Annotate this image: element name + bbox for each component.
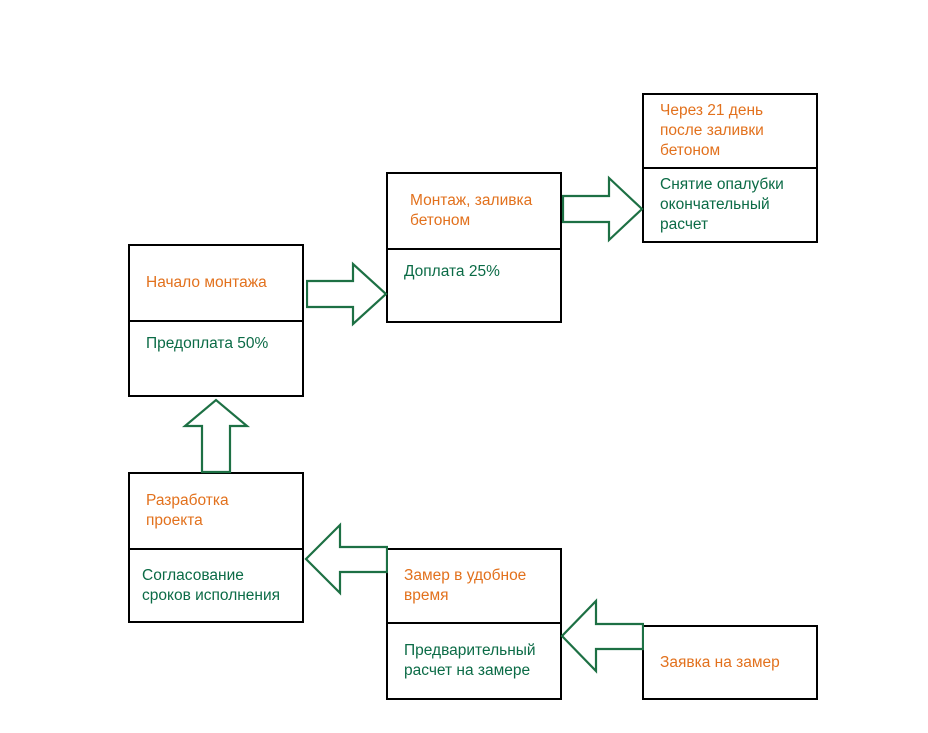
node-zayavka-title: Заявка на замер <box>660 653 780 671</box>
node-snyatie-opalubki-title: Через 21 день после заливки бетоном <box>644 95 816 169</box>
arrow-zamer-to-razrabotka <box>304 521 388 597</box>
node-zayavka: Заявка на замер <box>642 625 818 700</box>
node-zamer-title: Замер в удобное время <box>388 550 560 624</box>
node-montazh-zalivka-body: Доплата 25% <box>404 263 500 280</box>
node-montazh-zalivka: Монтаж, заливка бетоном Доплата 25% <box>386 172 562 323</box>
node-razrabotka-proekta: Разработка проекта Согласование сроков и… <box>128 472 304 623</box>
node-nachalo-montazha-title: Начало монтажа <box>130 246 302 322</box>
arrow-zayavka-to-zamer <box>560 597 644 675</box>
node-montazh-zalivka-title: Монтаж, заливка бетоном <box>388 174 560 250</box>
node-zamer: Замер в удобное время Предварительный ра… <box>386 548 562 700</box>
node-razrabotka-proekta-body: Согласование сроков исполнения <box>142 566 281 604</box>
arrow-montazh-to-snyatie <box>562 173 644 245</box>
node-razrabotka-proekta-title: Разработка проекта <box>130 474 302 550</box>
arrow-razrabotka-to-nachalo <box>180 398 252 474</box>
node-zamer-body: Предварительный расчет на замере <box>404 642 536 679</box>
node-snyatie-opalubki-body: Снятие опалубки окончательный расчет <box>660 176 784 233</box>
node-nachalo-montazha: Начало монтажа Предоплата 50% <box>128 244 304 397</box>
arrow-nachalo-to-montazh <box>306 259 388 329</box>
node-snyatie-opalubki: Через 21 день после заливки бетоном Снят… <box>642 93 818 243</box>
node-nachalo-montazha-body: Предоплата 50% <box>146 335 269 352</box>
